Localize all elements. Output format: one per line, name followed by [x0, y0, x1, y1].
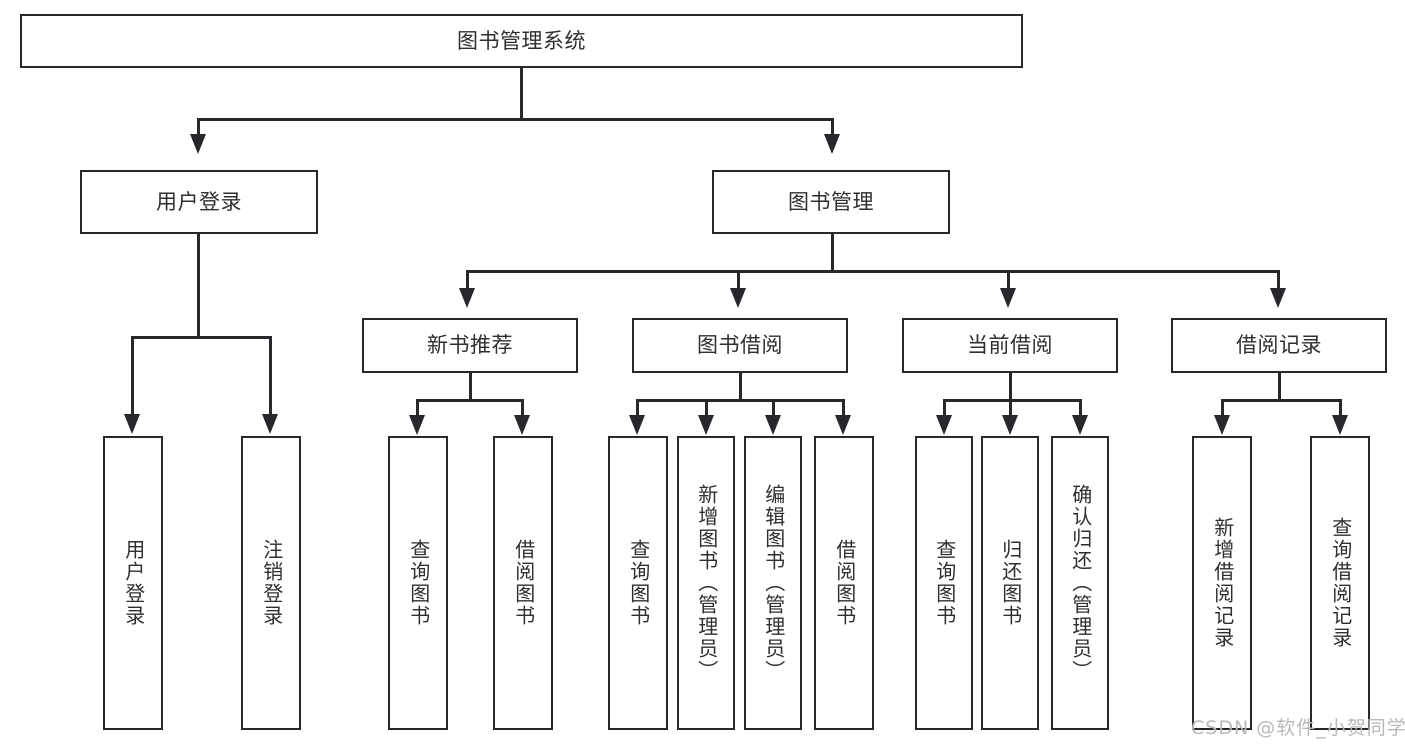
arrow-to-user-login	[190, 134, 206, 154]
node-label: 查询图书	[932, 539, 957, 627]
leaf-query-book-1[interactable]: 查询图书	[388, 436, 448, 730]
edge-root-drop-right	[831, 118, 834, 136]
node-label: 图书管理系统	[457, 28, 586, 53]
node-label: 新增借阅记录	[1210, 517, 1235, 649]
leaf-borrow-book-2[interactable]: 借阅图书	[814, 436, 874, 730]
node-label: 新书推荐	[427, 333, 513, 358]
leaf-query-book-3[interactable]: 查询图书	[915, 436, 973, 730]
arrow-to-leaf-borrow-book-1	[514, 415, 530, 435]
arrow-to-leaf-query-record	[1332, 415, 1348, 435]
leaf-borrow-book-1[interactable]: 借阅图书	[493, 436, 553, 730]
node-label: 当前借阅	[967, 333, 1053, 358]
edge-cb-bus	[944, 399, 1081, 402]
edge-bb-drop-1	[636, 399, 639, 417]
edge-root-drop-left	[197, 118, 200, 136]
arrow-to-leaf-borrow-book-2	[835, 415, 851, 435]
edge-root-bus	[198, 118, 833, 121]
node-label: 注销登录	[259, 539, 284, 627]
arrow-to-leaf-add-record	[1214, 415, 1230, 435]
edge-br-stem	[1278, 373, 1281, 401]
node-label: 确认归还（管理员）	[1068, 484, 1093, 682]
leaf-user-login[interactable]: 用户登录	[103, 436, 163, 730]
edge-user-login-drop-2	[269, 336, 272, 416]
arrow-to-leaf-return-book	[1002, 415, 1018, 435]
leaf-logout-login[interactable]: 注销登录	[241, 436, 301, 730]
node-label: 归还图书	[998, 539, 1023, 627]
edge-br-drop-1	[1221, 399, 1224, 417]
edge-book-management-stem	[831, 234, 834, 272]
node-label: 用户登录	[121, 539, 146, 627]
node-current-borrow[interactable]: 当前借阅	[902, 318, 1118, 373]
edge-nbr-drop-2	[521, 399, 524, 417]
edge-user-login-bus	[132, 336, 271, 339]
node-label: 借阅记录	[1236, 333, 1322, 358]
edge-nbr-bus	[417, 399, 523, 402]
edge-br-bus	[1222, 399, 1341, 402]
node-new-book-recommend[interactable]: 新书推荐	[362, 318, 578, 373]
node-user-login[interactable]: 用户登录	[80, 170, 318, 234]
node-label: 编辑图书（管理员）	[761, 484, 786, 682]
leaf-confirm-return[interactable]: 确认归还（管理员）	[1051, 436, 1109, 730]
edge-nbr-drop-1	[416, 399, 419, 417]
arrow-to-leaf-query-book-2	[629, 415, 645, 435]
arrow-to-leaf-confirm-return	[1072, 415, 1088, 435]
arrow-to-current-borrow	[1000, 288, 1016, 308]
node-label: 图书借阅	[697, 333, 783, 358]
arrow-to-book-management	[824, 134, 840, 154]
node-book-management[interactable]: 图书管理	[712, 170, 950, 234]
node-borrow-record[interactable]: 借阅记录	[1171, 318, 1387, 373]
node-label: 用户登录	[156, 189, 242, 214]
arrow-to-leaf-query-book-1	[409, 415, 425, 435]
node-label: 查询图书	[406, 539, 431, 627]
edge-user-login-drop-1	[131, 336, 134, 416]
edge-bm-drop-1	[466, 270, 469, 290]
edge-br-drop-2	[1339, 399, 1342, 417]
arrow-to-leaf-edit-book	[765, 415, 781, 435]
edge-bm-drop-3	[1007, 270, 1010, 290]
leaf-edit-book[interactable]: 编辑图书（管理员）	[744, 436, 802, 730]
node-label: 借阅图书	[511, 539, 536, 627]
arrow-to-leaf-query-book-3	[936, 415, 952, 435]
node-label: 查询借阅记录	[1328, 517, 1353, 649]
node-book-borrow[interactable]: 图书借阅	[632, 318, 848, 373]
edge-root-stem	[520, 68, 523, 118]
node-label: 新增图书（管理员）	[694, 484, 719, 682]
node-label: 图书管理	[788, 189, 874, 214]
arrow-to-borrow-record	[1270, 288, 1286, 308]
arrow-to-new-book-recommend	[459, 288, 475, 308]
edge-bb-drop-2	[705, 399, 708, 417]
arrow-to-leaf-user-login	[124, 414, 140, 434]
edge-cb-drop-1	[943, 399, 946, 417]
edge-bb-drop-3	[772, 399, 775, 417]
edge-bm-drop-2	[737, 270, 740, 290]
edge-user-login-stem	[197, 234, 200, 338]
node-label: 借阅图书	[832, 539, 857, 627]
watermark-text: CSDN @软件_小贺同学	[1191, 717, 1405, 739]
edge-cb-drop-3	[1079, 399, 1082, 417]
edge-bm-drop-4	[1277, 270, 1280, 290]
edge-nbr-stem	[469, 373, 472, 401]
edge-bb-drop-4	[842, 399, 845, 417]
leaf-query-record[interactable]: 查询借阅记录	[1310, 436, 1370, 730]
edge-bb-stem	[739, 373, 742, 401]
leaf-add-record[interactable]: 新增借阅记录	[1192, 436, 1252, 730]
leaf-add-book[interactable]: 新增图书（管理员）	[677, 436, 735, 730]
edge-cb-stem	[1009, 373, 1012, 401]
edge-bb-bus	[637, 399, 844, 402]
arrow-to-book-borrow	[730, 288, 746, 308]
node-root-system[interactable]: 图书管理系统	[20, 14, 1023, 68]
arrow-to-leaf-logout-login	[262, 414, 278, 434]
edge-cb-drop-2	[1009, 399, 1012, 417]
node-label: 查询图书	[626, 539, 651, 627]
leaf-query-book-2[interactable]: 查询图书	[608, 436, 668, 730]
arrow-to-leaf-add-book	[698, 415, 714, 435]
leaf-return-book[interactable]: 归还图书	[981, 436, 1039, 730]
edge-book-management-bus	[467, 270, 1279, 273]
